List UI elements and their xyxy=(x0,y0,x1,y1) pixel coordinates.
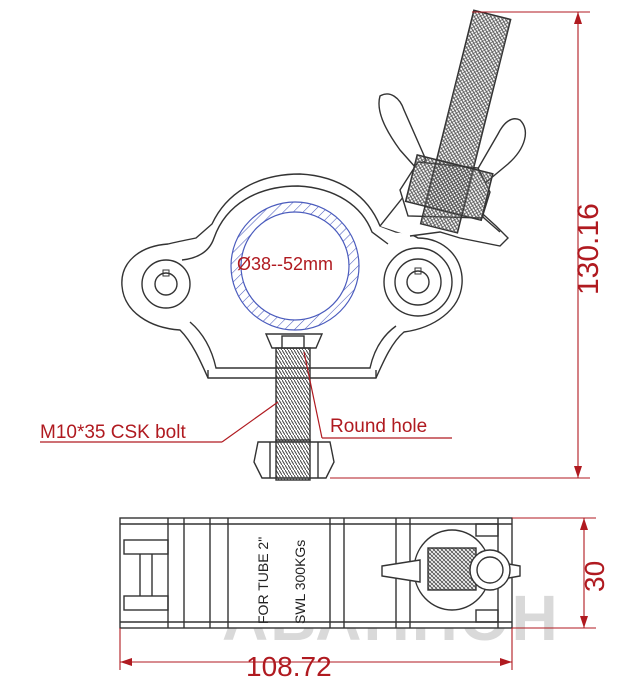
height-value: 130.16 xyxy=(572,203,605,295)
top-threaded-bolt xyxy=(404,9,512,234)
left-lug xyxy=(141,259,191,309)
engraving-swl: SWL 300KGs xyxy=(292,540,308,624)
depth-value: 30 xyxy=(579,561,610,592)
front-view xyxy=(121,9,527,481)
tube-range-label: Ø38--52mm xyxy=(237,254,333,274)
width-value: 108.72 xyxy=(246,651,332,682)
right-lug xyxy=(383,247,453,317)
leader-lines xyxy=(40,351,452,443)
depth-dimension xyxy=(512,517,596,629)
round-hole-label: Round hole xyxy=(330,416,427,437)
bolt-label: M10*35 CSK bolt xyxy=(40,422,186,443)
width-dimension xyxy=(119,628,513,670)
engraving-tube: FOR TUBE 2" xyxy=(255,537,271,624)
bottom-bolt xyxy=(253,333,335,481)
height-dimension xyxy=(330,11,590,479)
top-view xyxy=(119,517,521,629)
